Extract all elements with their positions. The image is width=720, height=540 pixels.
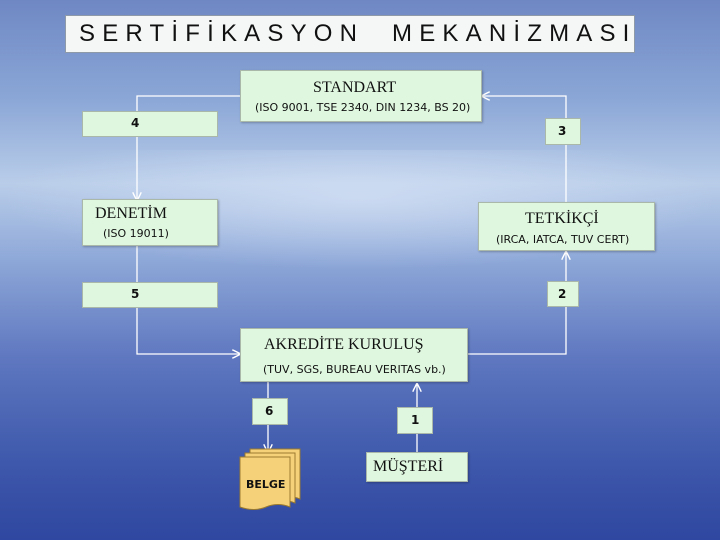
title-part-1: SERTİFİKASYON (79, 20, 365, 47)
step-1-label: 1 (411, 413, 420, 427)
akredite-box: AKREDİTE KURULUŞ (TUV, SGS, BUREAU VERIT… (240, 328, 468, 382)
akredite-label: AKREDİTE KURULUŞ (264, 336, 424, 353)
step-3-label: 3 (558, 124, 567, 138)
akredite-sub: (TUV, SGS, BUREAU VERITAS vb.) (263, 363, 446, 376)
standart-box: STANDART (ISO 9001, TSE 2340, DIN 1234, … (240, 70, 482, 122)
document-stack-icon (239, 448, 301, 510)
page-title: SERTİFİKASYON MEKANİZMASI (65, 15, 635, 53)
step-5-label: 5 (131, 287, 140, 301)
tetkikci-box: TETKİKÇİ (IRCA, IATCA, TUV CERT) (478, 202, 655, 251)
step-4-label: 4 (131, 116, 140, 130)
step-6-label: 6 (265, 404, 274, 418)
connector-3 (482, 96, 567, 202)
musteri-label: MÜŞTERİ (373, 458, 444, 475)
step-6-marker: 6 (252, 398, 288, 425)
step-3-marker: 3 (545, 118, 581, 145)
step-4-marker: 4 (82, 111, 218, 137)
tetkikci-label: TETKİKÇİ (525, 210, 599, 227)
step-2-marker: 2 (547, 281, 579, 307)
step-5-marker: 5 (82, 282, 218, 308)
title-part-2: MEKANİZMASI (392, 20, 637, 47)
standart-label: STANDART (313, 79, 397, 96)
denetim-sub: (ISO 19011) (103, 227, 169, 240)
belge-label: BELGE (246, 478, 286, 491)
step-2-label: 2 (558, 287, 567, 301)
denetim-label: DENETİM (95, 205, 167, 222)
tetkikci-sub: (IRCA, IATCA, TUV CERT) (496, 233, 630, 246)
denetim-box: DENETİM (ISO 19011) (82, 199, 218, 246)
step-1-marker: 1 (397, 407, 433, 434)
musteri-box: MÜŞTERİ (366, 452, 468, 482)
connector-4 (137, 95, 240, 200)
standart-sub: (ISO 9001, TSE 2340, DIN 1234, BS 20) (255, 101, 471, 114)
